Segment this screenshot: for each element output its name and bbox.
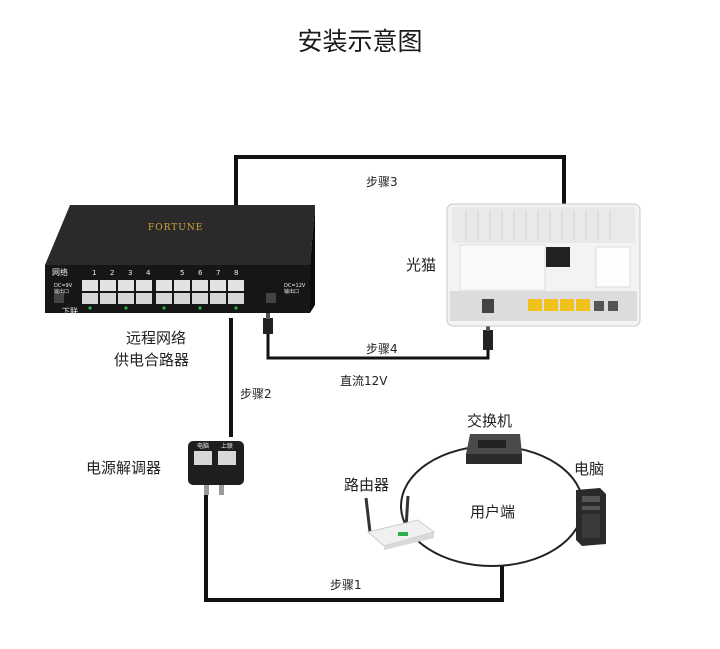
router-label: 路由器 bbox=[344, 476, 390, 494]
port-number-4: 4 bbox=[146, 269, 151, 277]
port-number-5: 5 bbox=[180, 269, 185, 277]
poe-combiner-graphic bbox=[45, 205, 315, 313]
panel-dc-out-label: DC=12V 输出口 bbox=[284, 283, 306, 295]
step4-label: 步骤4 bbox=[366, 342, 398, 356]
step2-label: 步骤2 bbox=[240, 387, 272, 401]
combiner-label-line1: 远程网络 bbox=[126, 329, 187, 347]
panel-dc-in-label: DC=9V 输出口 bbox=[54, 283, 73, 295]
brand-logo: FORTUNE bbox=[148, 223, 204, 233]
optical-modem-device bbox=[446, 203, 641, 327]
port-number-2: 2 bbox=[110, 269, 115, 277]
dc-out-jack bbox=[266, 293, 276, 303]
hub-switch-device bbox=[464, 432, 524, 468]
splitter-label: 电源解调器 bbox=[86, 459, 162, 477]
hub-switch-graphic bbox=[466, 434, 522, 464]
computer-tower-graphic bbox=[576, 488, 606, 546]
dc-plug-left bbox=[263, 310, 273, 334]
port-number-8: 8 bbox=[234, 269, 239, 277]
port-number-7: 7 bbox=[216, 269, 221, 277]
step3-label: 步骤3 bbox=[366, 175, 398, 189]
optical-modem-graphic bbox=[446, 203, 641, 327]
panel-download-label: 下联 bbox=[62, 307, 78, 316]
splitter-port-up-label: 上联 bbox=[221, 443, 234, 450]
poe-combiner-device: FORTUNE 网络 DC=9V 输出口 DC=12V 输出口 下联 1 2 3… bbox=[40, 205, 315, 318]
port-number-3: 3 bbox=[128, 269, 133, 277]
dc-voltage-label: 直流12V bbox=[340, 374, 388, 388]
modem-label: 光猫 bbox=[406, 256, 437, 274]
computer-device bbox=[574, 486, 608, 548]
port-number-1: 1 bbox=[92, 269, 97, 277]
user-side-label: 用户端 bbox=[470, 503, 516, 521]
page-title: 安装示意图 bbox=[297, 27, 423, 56]
power-splitter-device: 电脑 上联 bbox=[186, 437, 248, 497]
power-splitter-graphic bbox=[188, 441, 244, 495]
dc-in-jack bbox=[54, 293, 64, 303]
router-device bbox=[358, 492, 438, 550]
hub-switch-label: 交换机 bbox=[467, 412, 513, 430]
port-row-top bbox=[82, 280, 244, 291]
step1-label: 步骤1 bbox=[330, 578, 362, 592]
port-row-bottom bbox=[82, 293, 244, 304]
splitter-port-power-label: 电脑 bbox=[197, 443, 210, 450]
port-leds bbox=[88, 306, 238, 310]
panel-network-label: 网络 bbox=[52, 268, 68, 277]
computer-label: 电脑 bbox=[574, 460, 605, 478]
port-number-6: 6 bbox=[198, 269, 203, 277]
router-graphic bbox=[364, 495, 436, 550]
cable-step1 bbox=[204, 493, 504, 602]
combiner-label-line2: 供电合路器 bbox=[114, 351, 190, 369]
